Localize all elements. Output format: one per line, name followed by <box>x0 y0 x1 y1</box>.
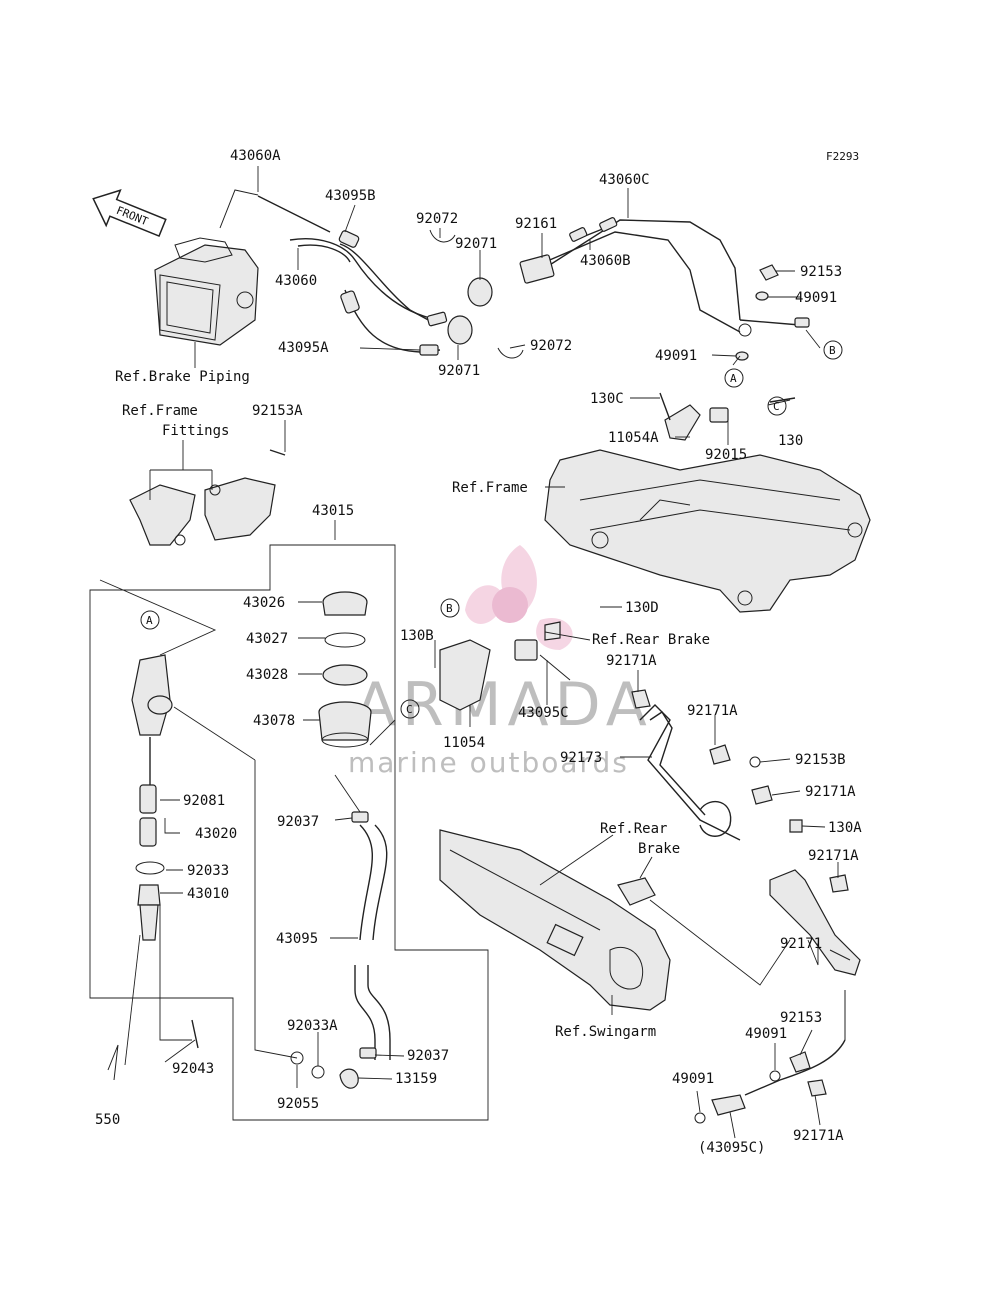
callout-43095A: 43095A <box>278 340 329 356</box>
label-ref-rear-brake-2a: Ref.Rear <box>600 821 667 837</box>
callout-43060B: 43060B <box>580 253 631 269</box>
callout-130D: 130D <box>625 600 659 616</box>
callout-92153B: 92153B <box>795 752 846 768</box>
label-ref-frame: Ref.Frame <box>452 480 528 496</box>
callout-labels: 43060A 43095B 92072 92161 43060C 92153 4… <box>95 148 862 1156</box>
callout-13159: 13159 <box>395 1071 437 1087</box>
callout-550: 550 <box>95 1112 120 1128</box>
callout-92081: 92081 <box>183 793 225 809</box>
callout-43060A: 43060A <box>230 148 281 164</box>
rear-brake-hose-end <box>694 1051 827 1124</box>
abs-unit <box>154 189 259 346</box>
marker-C-reservoir: C <box>400 699 420 719</box>
marker-A-cylinder: A <box>140 610 160 630</box>
svg-text:B: B <box>446 602 453 615</box>
reservoir-stack <box>318 591 372 748</box>
callout-92171A-5: 92171A <box>793 1128 844 1144</box>
callout-43010: 43010 <box>187 886 229 902</box>
callout-92171A-1: 92171A <box>606 653 657 669</box>
callout-43095C-paren: (43095C) <box>698 1140 765 1156</box>
callout-43095: 43095 <box>276 931 318 947</box>
callout-92037-top: 92037 <box>277 814 319 830</box>
master-cylinder-group-outline <box>89 520 489 1121</box>
watermark-brand: ARMADA <box>355 670 653 740</box>
svg-text:C: C <box>406 703 413 716</box>
label-ref-frame-fittings-1: Ref.Frame <box>122 403 198 419</box>
reservoir-bracket <box>439 621 571 711</box>
callout-92153-top: 92153 <box>800 264 842 280</box>
callout-92055: 92055 <box>277 1096 319 1112</box>
callout-92171A-3: 92171A <box>805 784 856 800</box>
marker-A-top: A <box>724 368 744 388</box>
callout-92173: 92173 <box>560 750 602 766</box>
label-ref-frame-fittings-2: Fittings <box>162 423 229 439</box>
callout-43026: 43026 <box>243 595 285 611</box>
callout-43078: 43078 <box>253 713 295 729</box>
callout-92037-bottom: 92037 <box>407 1048 449 1064</box>
callout-130B: 130B <box>400 628 434 644</box>
callout-43027: 43027 <box>246 631 288 647</box>
callout-49091-bottom-left: 49091 <box>672 1071 714 1087</box>
callout-92015: 92015 <box>705 447 747 463</box>
callout-92171A-2: 92171A <box>687 703 738 719</box>
callout-43060C: 43060C <box>599 172 650 188</box>
callout-49091-mid: 49091 <box>655 348 697 364</box>
callout-49091-bottom-right: 49091 <box>745 1026 787 1042</box>
callout-43095C: 43095C <box>518 705 569 721</box>
callout-43095B: 43095B <box>325 188 376 204</box>
figure-code: F2293 <box>826 150 859 163</box>
callout-92071-bottom: 92071 <box>438 363 480 379</box>
callout-11054: 11054 <box>443 735 485 751</box>
label-ref-rear-brake-top: Ref.Rear Brake <box>592 632 710 648</box>
callout-92071-top: 92071 <box>455 236 497 252</box>
callout-43028: 43028 <box>246 667 288 683</box>
callout-92043: 92043 <box>172 1061 214 1077</box>
callout-92171: 92171 <box>780 936 822 952</box>
frame-fittings <box>129 449 286 546</box>
label-ref-swingarm: Ref.Swingarm <box>555 1024 656 1040</box>
svg-text:A: A <box>730 372 737 385</box>
watermark-tagline: marine outboards <box>348 746 629 779</box>
brake-hose-assembly-top <box>257 195 810 356</box>
master-cylinder-body <box>107 654 199 1081</box>
front-arrow-icon: FRONT <box>92 189 167 238</box>
callout-43060: 43060 <box>275 273 317 289</box>
callout-92153A: 92153A <box>252 403 303 419</box>
reservoir-hose <box>290 811 391 1089</box>
callout-92161: 92161 <box>515 216 557 232</box>
callout-43020: 43020 <box>195 826 237 842</box>
svg-text:A: A <box>146 614 153 627</box>
svg-text:B: B <box>829 344 836 357</box>
leader-lines <box>124 166 839 1139</box>
callout-130C: 130C <box>590 391 624 407</box>
callout-92171A-4: 92171A <box>808 848 859 864</box>
label-ref-rear-brake-2b: Brake <box>638 841 680 857</box>
marker-C-top: C <box>767 396 787 416</box>
marker-B-top: B <box>823 340 843 360</box>
callout-92033A: 92033A <box>287 1018 338 1034</box>
callout-92153-bottom: 92153 <box>780 1010 822 1026</box>
rear-frame <box>544 449 871 613</box>
clips-right <box>631 689 849 893</box>
swingarm <box>439 829 671 1011</box>
brake-pedal <box>639 704 861 1096</box>
callout-11054A: 11054A <box>608 430 659 446</box>
callout-92072-bottom: 92072 <box>530 338 572 354</box>
marker-B-bracket: B <box>440 598 460 618</box>
bracket-11054A <box>659 392 796 441</box>
watermark-logo <box>465 545 573 650</box>
small-parts-top <box>429 229 779 361</box>
callout-130A: 130A <box>828 820 862 836</box>
callout-130: 130 <box>778 433 803 449</box>
label-ref-brake-piping: Ref.Brake Piping <box>115 369 250 385</box>
svg-text:C: C <box>773 400 780 413</box>
callout-92033: 92033 <box>187 863 229 879</box>
callout-92072-top: 92072 <box>416 211 458 227</box>
callout-49091-top: 49091 <box>795 290 837 306</box>
callout-43015: 43015 <box>312 503 354 519</box>
